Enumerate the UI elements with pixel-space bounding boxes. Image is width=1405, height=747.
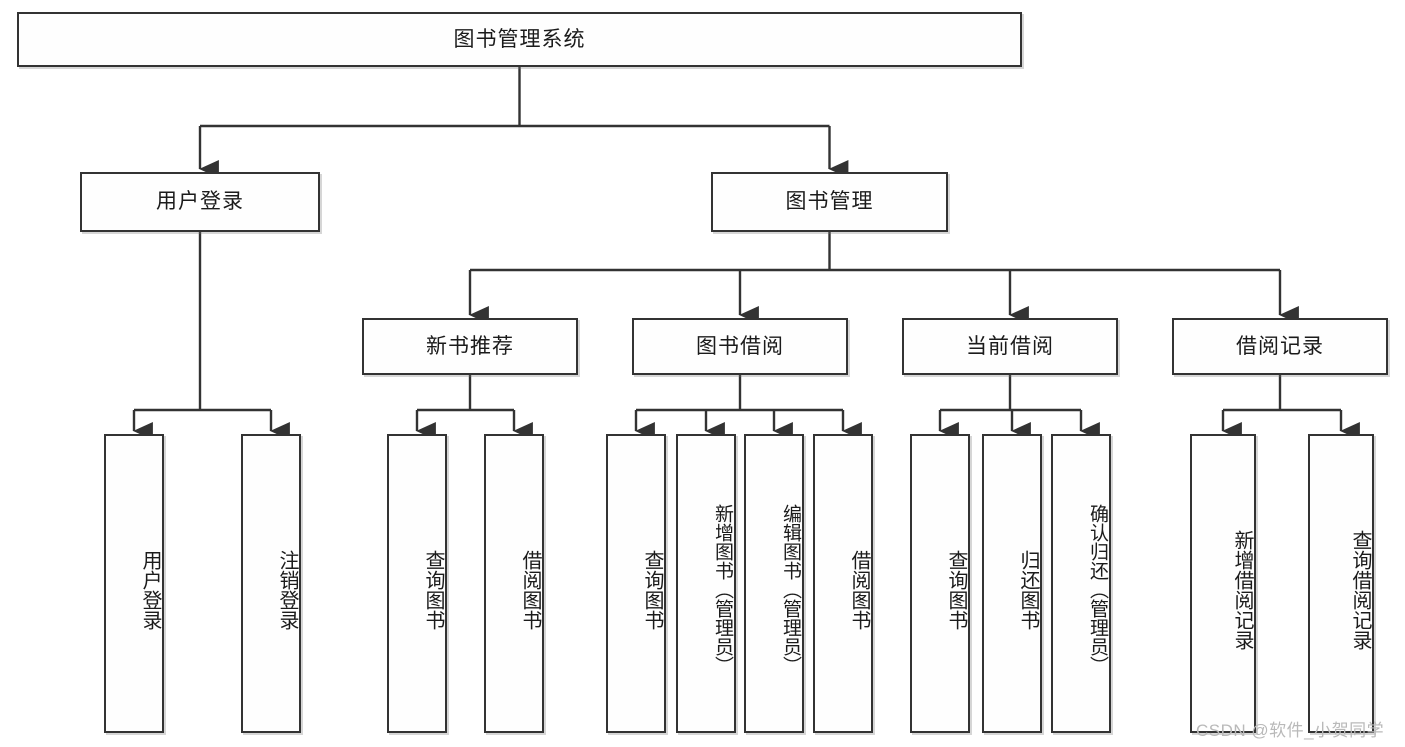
node-leaf-logout[interactable]: 注销登录	[241, 434, 301, 733]
node-current-borrow[interactable]: 当前借阅	[902, 318, 1118, 375]
node-leaf-query-book-2-label: 查询图书	[641, 549, 663, 630]
node-leaf-query-book-2[interactable]: 查询图书	[606, 434, 666, 733]
node-borrow-record-label: 借阅记录	[1236, 334, 1324, 358]
node-leaf-add-book-label: 新增图书（管理员）	[712, 504, 733, 675]
node-root-book-management-system-label: 图书管理系统	[453, 27, 586, 51]
node-leaf-borrow-book-1-label: 借阅图书	[519, 549, 541, 630]
node-leaf-query-book-3-label: 查询图书	[945, 549, 967, 630]
node-borrow-record[interactable]: 借阅记录	[1172, 318, 1388, 375]
node-new-book-rec-label: 新书推荐	[426, 334, 514, 358]
node-leaf-confirm-return-label: 确认归还（管理员）	[1087, 504, 1108, 675]
node-leaf-user-login-label: 用户登录	[139, 549, 161, 630]
node-leaf-logout-label: 注销登录	[276, 549, 298, 630]
node-user-login-label: 用户登录	[156, 190, 244, 214]
node-book-borrow[interactable]: 图书借阅	[632, 318, 848, 375]
node-user-login[interactable]: 用户登录	[80, 172, 320, 232]
node-leaf-confirm-return[interactable]: 确认归还（管理员）	[1051, 434, 1111, 733]
node-book-manage[interactable]: 图书管理	[711, 172, 948, 232]
node-leaf-edit-book-label: 编辑图书（管理员）	[780, 504, 801, 675]
node-leaf-edit-book[interactable]: 编辑图书（管理员）	[744, 434, 804, 733]
node-root-book-management-system[interactable]: 图书管理系统	[17, 12, 1022, 67]
node-leaf-borrow-book-2-label: 借阅图书	[848, 549, 870, 630]
node-leaf-return-book-label: 归还图书	[1017, 549, 1039, 630]
node-leaf-add-record-label: 新增借阅记录	[1231, 529, 1253, 650]
node-leaf-add-record[interactable]: 新增借阅记录	[1190, 434, 1256, 733]
node-leaf-borrow-book-2[interactable]: 借阅图书	[813, 434, 873, 733]
node-leaf-query-record[interactable]: 查询借阅记录	[1308, 434, 1374, 733]
node-book-manage-label: 图书管理	[785, 190, 874, 214]
node-leaf-query-record-label: 查询借阅记录	[1349, 529, 1371, 650]
node-new-book-rec[interactable]: 新书推荐	[362, 318, 578, 375]
node-leaf-query-book-1-label: 查询图书	[422, 549, 444, 630]
node-leaf-query-book-1[interactable]: 查询图书	[387, 434, 447, 733]
node-leaf-borrow-book-1[interactable]: 借阅图书	[484, 434, 544, 733]
node-leaf-query-book-3[interactable]: 查询图书	[910, 434, 970, 733]
node-leaf-user-login[interactable]: 用户登录	[104, 434, 164, 733]
node-leaf-add-book[interactable]: 新增图书（管理员）	[676, 434, 736, 733]
node-book-borrow-label: 图书借阅	[696, 334, 784, 358]
node-current-borrow-label: 当前借阅	[966, 334, 1054, 358]
csdn-watermark: CSDN @软件_小贺同学	[1196, 721, 1385, 740]
node-leaf-return-book[interactable]: 归还图书	[982, 434, 1042, 733]
